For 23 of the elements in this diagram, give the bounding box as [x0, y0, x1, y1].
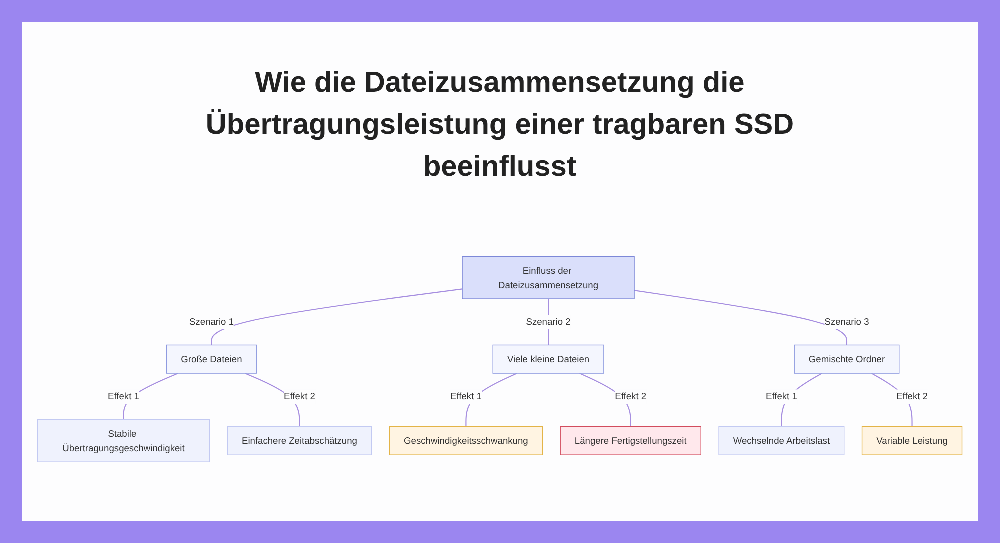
node-box: [462, 256, 635, 300]
edge-label: Szenario 1: [189, 316, 234, 328]
node-box: [166, 344, 257, 374]
connector: [211, 288, 463, 346]
edge-label: Effekt 2: [284, 391, 316, 402]
node-box: [492, 344, 604, 374]
card-background: Wie die Dateizusammensetzung die Übertragungsleistung einer tragbaren SSD beeinflusst Szenario 1 Szenario 2 Szenario 3 Effekt 1 Effekt 2 Effekt 1 Effekt 2 Effekt 1 Effekt 2 Einfluss der Dateizusammensetzung Große Dateien Viele kleine Dateien Gemischte Ordner Stabile Übertragungsgeschwindigkeit Einfachere Zeitabschätzung Geschwindigkeitsschwankung Längere Fertigstellungszeit Wechselnde Arbeitslast Variable Leistung: [22, 22, 978, 521]
node-box: [227, 426, 372, 456]
edge-label: Effekt 1: [766, 391, 798, 402]
node-box: [37, 420, 210, 463]
edge-label: Effekt 2: [896, 391, 928, 402]
connector: [634, 290, 848, 346]
edge-label: Effekt 1: [108, 391, 140, 402]
node-box: [389, 426, 544, 456]
edge-label: Effekt 1: [450, 391, 482, 402]
node-box: [718, 426, 845, 456]
title: Wie die Dateizusammensetzung die Übertragungsleistung einer tragbaren SSD beeinflusst: [204, 66, 796, 185]
node-box: [794, 344, 900, 374]
node-box: [862, 426, 963, 456]
edge-label: Szenario 3: [824, 316, 870, 328]
edge-label: Szenario 2: [526, 316, 571, 328]
edge-label: Effekt 2: [615, 391, 647, 402]
node-box: [560, 426, 702, 456]
